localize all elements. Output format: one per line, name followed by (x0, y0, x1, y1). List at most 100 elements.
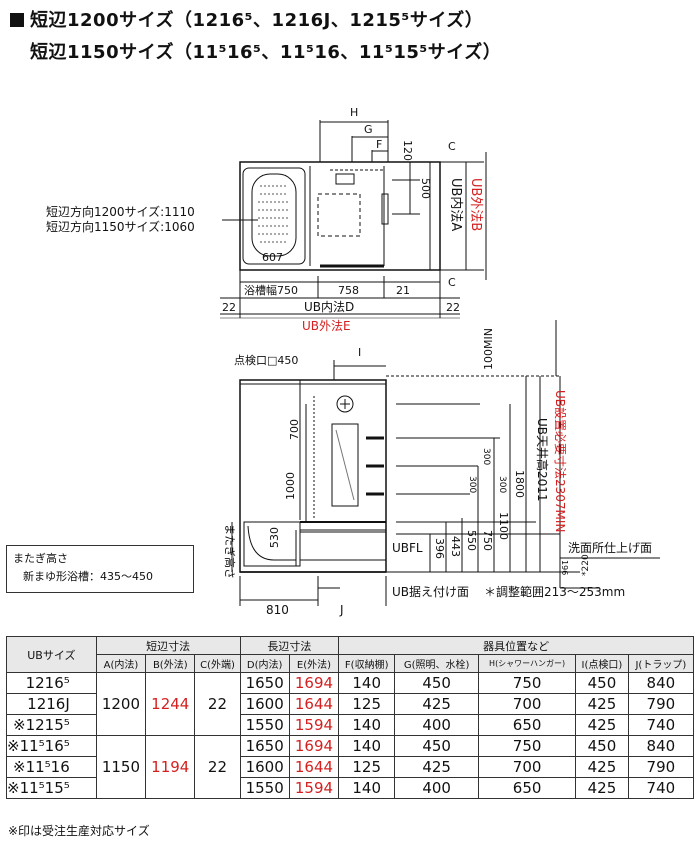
table-row: ※11⁵16 1600 1644 125 425 700 425 790 (6, 756, 695, 778)
dim-I: I (358, 346, 361, 359)
col-E: E(外法) (288, 654, 340, 673)
note-line-1: またぎ高さ (13, 552, 68, 565)
col-A: A(内法) (95, 654, 147, 673)
dim-tub-width: 浴槽幅750 (244, 284, 298, 297)
dim-120: 120 (401, 140, 414, 161)
cell-H: 750 (478, 672, 577, 694)
dim-300-b: 300 (467, 476, 477, 493)
dim-196: 196 (560, 560, 569, 575)
dim-ub-outer-E: UB外法E (302, 319, 351, 333)
col-F: F(収納棚) (338, 654, 396, 673)
dim-C-top: C (448, 140, 456, 153)
cell-G: 400 (394, 777, 480, 799)
cell-J: 740 (627, 714, 695, 736)
row-name: 1216J (6, 693, 97, 715)
cell-E: 1694 (288, 735, 340, 757)
col-H: H(シャワーハンガー) (478, 654, 577, 673)
col-I: I(点検口) (575, 654, 629, 673)
cell-B: 1194 (145, 735, 196, 799)
dim-1000: 1000 (284, 472, 297, 500)
mirror-plan (381, 193, 389, 225)
cell-I: 450 (575, 672, 629, 694)
note-line-2: 新まゆ形浴槽：435～450 (23, 570, 153, 583)
cell-J: 790 (627, 756, 695, 778)
cell-D: 1550 (239, 714, 290, 736)
header-short-side: 短辺寸法 (95, 636, 241, 655)
dim-22-right: 22 (446, 301, 460, 314)
bathtub-size-1200: 短辺方向1200サイズ:1110 (46, 204, 195, 219)
table-row: 1216J 1600 1644 125 425 700 425 790 (6, 693, 695, 715)
drain-outline (317, 193, 361, 237)
elevation-outline (239, 379, 387, 573)
dim-607: 607 (262, 251, 283, 264)
dim-H: H (350, 106, 358, 119)
dim-443: 443 (449, 536, 462, 557)
bathtub-outer (242, 167, 306, 265)
cell-I: 425 (575, 756, 629, 778)
cell-D: 1600 (239, 693, 290, 715)
cell-B: 1244 (145, 672, 196, 736)
bathtub-size-1150: 短辺方向1150サイズ:1060 (46, 219, 195, 234)
dim-700: 700 (288, 419, 301, 440)
cell-H: 650 (478, 714, 577, 736)
cell-I: 425 (575, 693, 629, 715)
cell-E: 1644 (288, 756, 340, 778)
cell-J: 790 (627, 693, 695, 715)
mirror-elevation (331, 423, 359, 507)
cell-G: 450 (394, 672, 480, 694)
bathroom-diagram: H G F 120 500 C C UB内法A UB外法B 短辺方向1200サイ… (46, 106, 660, 617)
cell-C: 22 (194, 735, 241, 799)
cell-D: 1650 (239, 735, 290, 757)
washroom-finish-label: 洗面所仕上げ面 (568, 541, 652, 555)
dim-300-a: 300 (481, 448, 491, 465)
shower-head-shape (336, 395, 354, 413)
cell-C: 22 (194, 672, 241, 736)
header-ub-size: UBサイズ (6, 636, 97, 673)
cell-H: 700 (478, 693, 577, 715)
dim-530: 530 (268, 527, 281, 548)
cell-J: 740 (627, 777, 695, 799)
table-row: ※11⁵16⁵ 1150 1194 22 1650 1694 140 450 7… (6, 735, 695, 799)
col-C: C(外端) (194, 654, 241, 673)
cell-J: 840 (627, 672, 695, 694)
dim-758: 758 (338, 284, 359, 297)
dim-550: 550 (465, 530, 478, 551)
cell-I: 425 (575, 714, 629, 736)
table-row: ※11⁵15⁵ 1550 1594 140 400 650 425 740 (6, 777, 695, 799)
title-line-1: 短辺1200サイズ（1216⁵、1216J、1215⁵サイズ） (10, 6, 483, 32)
square-bullet-icon (10, 13, 24, 27)
dim-500: 500 (419, 178, 432, 199)
cell-J: 840 (627, 735, 695, 757)
dim-ub-outer-B: UB外法B (468, 178, 483, 231)
cell-F: 140 (338, 672, 396, 694)
dim-ub-inner-D: UB内法D (304, 300, 354, 314)
dim-300-c: 300 (497, 476, 507, 493)
header-fixtures: 器具位置など (338, 636, 694, 655)
inspection-port-label: 点検口□450 (234, 353, 298, 367)
ubfl-label: UBFL (392, 541, 423, 555)
cell-H: 650 (478, 777, 577, 799)
cell-I: 450 (575, 735, 629, 757)
row-name: ※11⁵16 (6, 756, 97, 778)
dim-220: *220 (581, 554, 591, 576)
title-text-1: 短辺1200サイズ（1216⁵、1216J、1215⁵サイズ） (30, 10, 484, 31)
cell-H: 750 (478, 735, 577, 757)
cell-E: 1594 (288, 777, 340, 799)
cell-F: 125 (338, 756, 396, 778)
cell-A: 1200 (95, 672, 147, 736)
row-name: 1216⁵ (6, 672, 97, 694)
bathtub-texture (258, 185, 290, 243)
row-name: ※11⁵15⁵ (6, 777, 97, 799)
spec-table: UBサイズ 短辺寸法 長辺寸法 器具位置など A(内法) B(外法) C(外端)… (6, 636, 695, 799)
cell-F: 140 (338, 777, 396, 799)
cell-D: 1550 (239, 777, 290, 799)
ceiling-height-label: UB天井高2011 (535, 418, 550, 502)
dim-21: 21 (396, 284, 410, 297)
straddle-height-note: またぎ高さ 新まゆ形浴槽：435～450 (6, 545, 194, 593)
required-dimension-label: UB設置必要寸法2307MIN (553, 390, 568, 532)
faucet-shape (335, 173, 355, 185)
plan-outline (239, 161, 441, 271)
cell-G: 450 (394, 735, 480, 757)
col-G: G(照明、水栓) (394, 654, 480, 673)
dim-ub-inner-A: UB内法A (448, 178, 464, 231)
